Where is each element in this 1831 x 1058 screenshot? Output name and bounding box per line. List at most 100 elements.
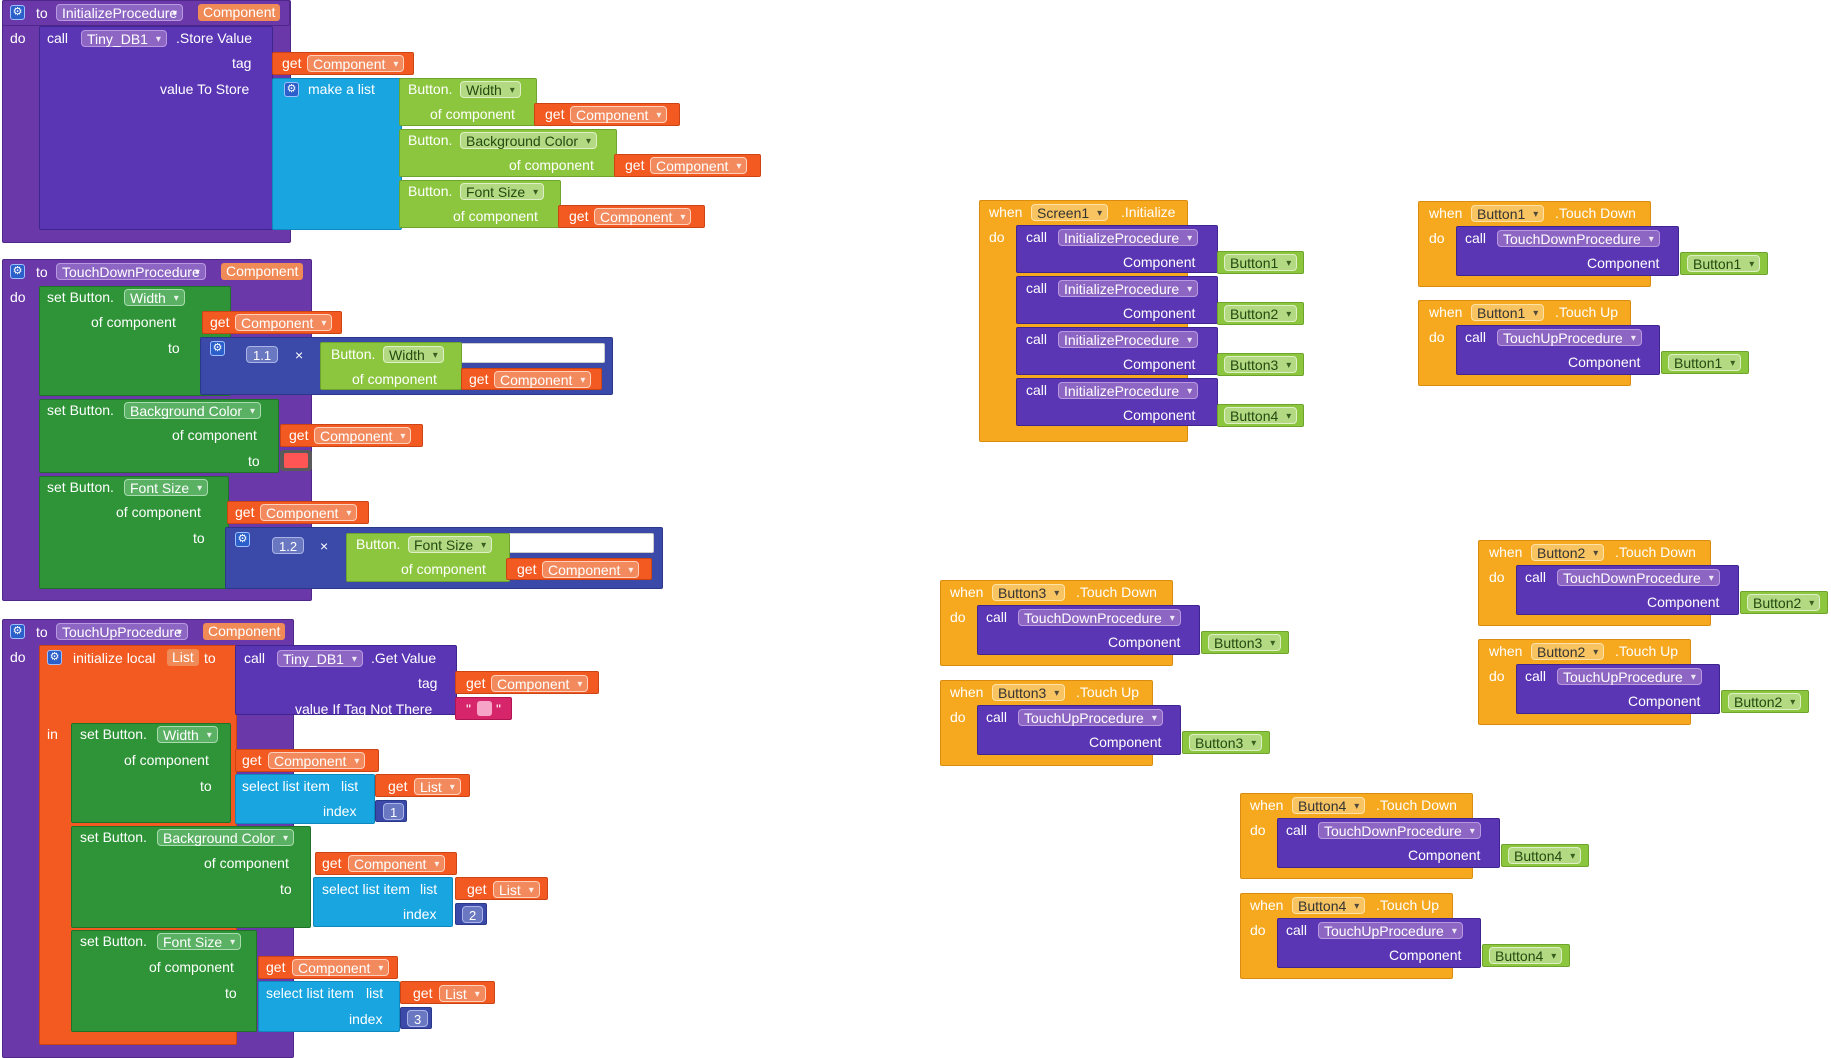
button4-dropdown[interactable]: Button4: [1224, 407, 1298, 425]
button1-dropdown[interactable]: Button1: [1224, 254, 1298, 272]
get-list-dropdown[interactable]: List: [414, 778, 461, 796]
button-label: Button.: [331, 346, 376, 362]
prop-width-dropdown[interactable]: Width: [460, 81, 521, 99]
empty-slot[interactable]: [460, 343, 605, 363]
procedure-dropdown[interactable]: InitializeProcedure: [1058, 331, 1199, 349]
of-component-label: of component: [91, 314, 176, 330]
get-var-dropdown[interactable]: Component: [494, 371, 592, 389]
arg-dropdown[interactable]: Button3: [1208, 634, 1282, 652]
prop-bgcolor-dropdown[interactable]: Background Color: [124, 402, 262, 420]
select-list-item-block[interactable]: [258, 981, 400, 1032]
mutator-gear-icon[interactable]: ⚙: [284, 82, 299, 97]
arg-dropdown[interactable]: Button1: [1687, 255, 1761, 273]
prop-bgcolor-dropdown[interactable]: Background Color: [157, 829, 295, 847]
component-dropdown[interactable]: Button3: [992, 684, 1066, 702]
arg-dropdown[interactable]: Button4: [1489, 947, 1563, 965]
proc-name-field[interactable]: TouchUpProcedure: [56, 623, 188, 641]
component-dropdown[interactable]: Button2: [1531, 544, 1605, 562]
procedure-dropdown[interactable]: TouchUpProcedure: [1497, 329, 1642, 347]
component-arg-label: Component: [1089, 734, 1162, 750]
index-value[interactable]: 2: [462, 906, 484, 923]
mutator-gear-icon[interactable]: ⚙: [10, 264, 25, 279]
prop-fontsize-dropdown[interactable]: Font Size: [460, 183, 545, 201]
get-var-dropdown[interactable]: Component: [348, 855, 446, 873]
mutator-gear-icon[interactable]: ⚙: [47, 650, 62, 665]
proc-param[interactable]: Component: [221, 263, 304, 280]
local-var-name[interactable]: List: [167, 649, 199, 666]
number-1-1[interactable]: 1.1: [246, 346, 279, 363]
procedure-dropdown[interactable]: TouchDownProcedure: [1318, 822, 1481, 840]
empty-slot[interactable]: [508, 533, 654, 553]
mutator-gear-icon[interactable]: ⚙: [10, 624, 25, 639]
component-dropdown[interactable]: Button4: [1292, 797, 1366, 815]
prop-fontsize-dropdown[interactable]: Font Size: [157, 933, 242, 951]
index-label: index: [403, 906, 437, 922]
mutator-gear-icon[interactable]: ⚙: [210, 341, 225, 356]
call-label: call: [1465, 329, 1487, 345]
prop-fontsize-dropdown[interactable]: Font Size: [408, 536, 493, 554]
when-label: when: [1250, 797, 1284, 813]
tinydb-dropdown[interactable]: Tiny_DB1: [277, 650, 363, 668]
get-var-dropdown[interactable]: Component: [491, 675, 589, 693]
component-dropdown[interactable]: Button3: [992, 584, 1066, 602]
arg-dropdown[interactable]: Button1: [1668, 354, 1742, 372]
component-arg-label: Component: [1123, 407, 1196, 423]
procedure-dropdown[interactable]: InitializeProcedure: [1058, 229, 1199, 247]
number-1-2[interactable]: 1.2: [272, 537, 305, 554]
get-list-dropdown[interactable]: List: [493, 881, 540, 899]
proc-param[interactable]: Component: [203, 623, 286, 640]
get-var-dropdown[interactable]: Component: [307, 55, 405, 73]
get-var-dropdown[interactable]: Component: [314, 427, 412, 445]
get-var-dropdown[interactable]: Component: [268, 752, 366, 770]
prop-width-dropdown[interactable]: Width: [124, 289, 185, 307]
component-dropdown[interactable]: Button1: [1471, 205, 1545, 223]
prop-width-dropdown[interactable]: Width: [383, 346, 444, 364]
get-var-dropdown[interactable]: Component: [594, 208, 692, 226]
arg-dropdown[interactable]: Button3: [1189, 734, 1263, 752]
proc-name-field[interactable]: TouchDownProcedure: [56, 263, 206, 281]
index-value[interactable]: 3: [407, 1010, 429, 1027]
arg-dropdown[interactable]: Button4: [1508, 847, 1582, 865]
get-var-dropdown[interactable]: Component: [235, 314, 333, 332]
component-dropdown[interactable]: Button4: [1292, 897, 1366, 915]
mutator-gear-icon[interactable]: ⚙: [235, 532, 250, 547]
component-dropdown[interactable]: Button2: [1531, 643, 1605, 661]
procedure-dropdown[interactable]: TouchUpProcedure: [1018, 709, 1163, 727]
color-swatch-pink[interactable]: [477, 701, 492, 716]
prop-bgcolor-dropdown[interactable]: Background Color: [460, 132, 598, 150]
when-label: when: [1489, 643, 1523, 659]
tinydb-dropdown[interactable]: Tiny_DB1: [81, 30, 167, 48]
prop-width-dropdown[interactable]: Width: [157, 726, 218, 744]
proc-name-field[interactable]: InitializeProcedure: [56, 4, 184, 22]
get-var-dropdown[interactable]: Component: [260, 504, 358, 522]
mutator-gear-icon[interactable]: ⚙: [10, 5, 25, 20]
component-dropdown[interactable]: Button1: [1471, 304, 1545, 322]
select-list-item-block[interactable]: [313, 877, 453, 927]
get-var-dropdown[interactable]: Component: [292, 959, 390, 977]
procedure-dropdown[interactable]: TouchDownProcedure: [1557, 569, 1720, 587]
procedure-dropdown[interactable]: InitializeProcedure: [1058, 382, 1199, 400]
procedure-dropdown[interactable]: TouchDownProcedure: [1497, 230, 1660, 248]
get-label: get: [266, 959, 286, 975]
get-var-dropdown[interactable]: Component: [542, 561, 640, 579]
index-value[interactable]: 1: [383, 803, 405, 820]
arg-dropdown[interactable]: Button2: [1747, 594, 1821, 612]
procedure-dropdown[interactable]: TouchUpProcedure: [1557, 668, 1702, 686]
procedure-dropdown[interactable]: TouchDownProcedure: [1018, 609, 1181, 627]
select-list-item-block[interactable]: [235, 774, 375, 824]
procedure-dropdown[interactable]: InitializeProcedure: [1058, 280, 1199, 298]
get-list-dropdown[interactable]: List: [439, 985, 486, 1003]
get-var-dropdown[interactable]: Component: [650, 157, 748, 175]
get-var-dropdown[interactable]: Component: [570, 106, 668, 124]
button2-dropdown[interactable]: Button2: [1224, 305, 1298, 323]
prop-fontsize-dropdown[interactable]: Font Size: [124, 479, 209, 497]
color-swatch-red[interactable]: [280, 450, 312, 471]
do-label: do: [1489, 668, 1505, 684]
make-a-list-block[interactable]: [272, 78, 402, 230]
component-dropdown[interactable]: Screen1: [1031, 204, 1109, 222]
proc-param[interactable]: Component: [198, 4, 281, 21]
button3-dropdown[interactable]: Button3: [1224, 356, 1298, 374]
call-tinydb-store-block[interactable]: [39, 26, 273, 230]
arg-dropdown[interactable]: Button2: [1728, 693, 1802, 711]
procedure-dropdown[interactable]: TouchUpProcedure: [1318, 922, 1463, 940]
